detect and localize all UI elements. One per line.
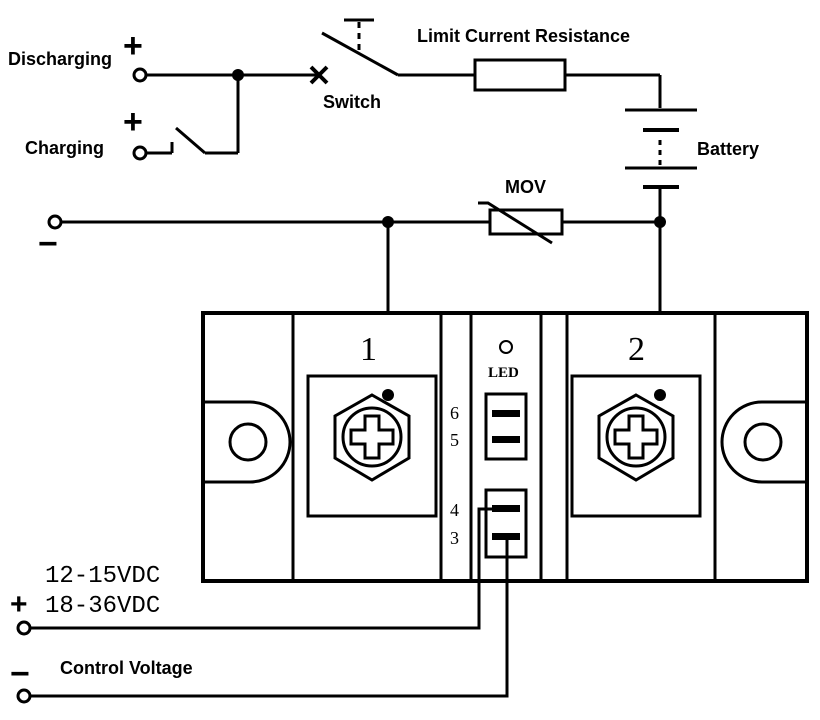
terminal-2-connection-dot (654, 389, 666, 401)
control-negative-terminal (16, 688, 32, 704)
right-mounting-hole (720, 400, 807, 484)
charging-label: Charging (25, 138, 104, 158)
control-plus-symbol: + (10, 588, 28, 621)
pin-block-6-5 (484, 392, 528, 461)
relay-module (201, 311, 809, 583)
terminal-2-label: 2 (628, 331, 645, 368)
discharging-label: Discharging (8, 49, 112, 69)
control-minus-symbol: − (10, 655, 30, 693)
left-mounting-hole (203, 400, 292, 484)
discharging-terminal (132, 67, 148, 83)
charging-plus-symbol: + (123, 103, 143, 141)
top-wiring (47, 18, 697, 395)
charging-terminal (132, 145, 148, 161)
pin-6-label: 6 (450, 403, 459, 423)
battery-label: Battery (697, 139, 759, 159)
control-voltage-label: Control Voltage (60, 658, 193, 678)
pin-3-label: 3 (450, 528, 459, 548)
mov-label: MOV (505, 177, 546, 197)
led-label: LED (488, 365, 519, 381)
voltage-range-1-label: 12-15VDC (45, 563, 160, 590)
mov-varistor (478, 201, 660, 245)
control-positive-wire (30, 507, 492, 630)
control-negative-wire (30, 537, 509, 698)
terminal-2-screw (570, 374, 702, 518)
voltage-range-2-label: 18-36VDC (45, 593, 160, 620)
charging-switch-blade (175, 126, 206, 155)
limit-resistance-label: Limit Current Resistance (417, 26, 630, 46)
switch-label: Switch (323, 92, 381, 112)
terminal-1-connection-dot (382, 389, 394, 401)
control-positive-terminal (16, 620, 32, 636)
battery-symbol (625, 108, 697, 222)
led-indicator (499, 340, 513, 354)
terminal-1-label: 1 (360, 331, 377, 368)
pin-5-label: 5 (450, 430, 459, 450)
terminal-1-screw (306, 374, 438, 518)
limit-current-resistor (473, 58, 567, 92)
pin-4-label: 4 (450, 500, 459, 520)
negative-minus-symbol: − (38, 225, 58, 263)
control-wiring (16, 507, 509, 704)
discharging-plus-symbol: + (123, 27, 143, 65)
main-switch (309, 18, 475, 85)
